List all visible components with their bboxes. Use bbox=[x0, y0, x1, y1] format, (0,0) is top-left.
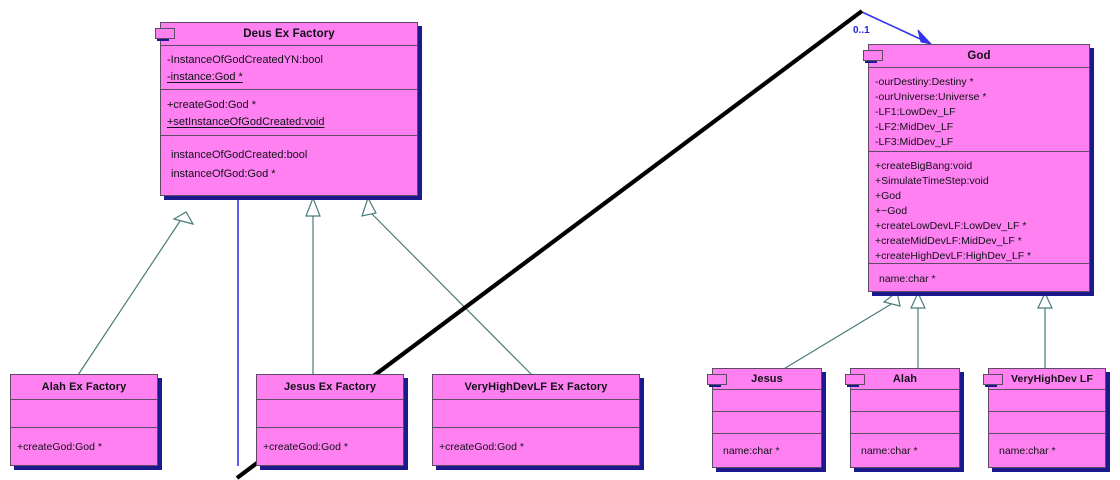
class-title-alah-ex-factory: Alah Ex Factory bbox=[41, 381, 127, 393]
operations-compartment-deus: +createGod:God * +setInstanceOfGodCreate… bbox=[161, 89, 417, 135]
multiplicity-label-god: 0..1 bbox=[853, 25, 870, 36]
operation-row: +createGod:God * bbox=[167, 99, 256, 111]
attributes-compartment-deus: -InstanceOfGodCreatedYN:bool -instance:G… bbox=[161, 45, 417, 89]
operations-compartment-alah-ex-factory: +createGod:God * bbox=[11, 427, 157, 464]
compartment-1-veryhighdev-lf bbox=[989, 389, 1105, 411]
compartment-2-alah bbox=[851, 411, 959, 433]
generalization-alah-to-god bbox=[910, 291, 926, 370]
operation-row: +~God bbox=[875, 205, 908, 217]
class-box-veryhighdev-lf[interactable]: VeryHighDev LF name:char * bbox=[983, 368, 1106, 468]
attribute-row: -instance:God * bbox=[167, 71, 243, 83]
class-title-deus-ex-factory: Deus Ex Factory bbox=[243, 28, 335, 40]
operation-row: +createGod:God * bbox=[17, 441, 102, 453]
compartment-1-jesus bbox=[713, 389, 821, 411]
generalization-jesus-ex-factory-to-deus bbox=[305, 196, 321, 375]
attributes-compartment-jesus-ex-factory bbox=[257, 399, 403, 427]
operations-compartment-god: +createBigBang:void +SimulateTimeStep:vo… bbox=[869, 151, 1089, 263]
class-title-god: God bbox=[967, 50, 991, 62]
compartment-2-veryhighdev-lf bbox=[989, 411, 1105, 433]
extras-compartment-veryhighdev-lf: name:char * bbox=[989, 433, 1105, 466]
operation-row: +createHighDevLF:HighDev_LF * bbox=[875, 250, 1032, 262]
extra-row: name:char * bbox=[999, 445, 1056, 457]
class-title-veryhighdev-lf: VeryHighDev LF bbox=[1011, 373, 1093, 385]
class-title-alah: Alah bbox=[892, 373, 918, 385]
operation-row: +createGod:God * bbox=[263, 441, 348, 453]
extras-compartment-jesus: name:char * bbox=[713, 433, 821, 466]
operation-row: +createLowDevLF:LowDev_LF * bbox=[875, 220, 1027, 232]
class-tab-icon bbox=[863, 50, 883, 63]
class-title-jesus: Jesus bbox=[751, 373, 783, 385]
class-title-veryhighdevlf-ex-factory: VeryHighDevLF Ex Factory bbox=[464, 381, 608, 393]
generalization-alah-ex-factory-to-deus bbox=[77, 211, 195, 376]
extra-row: instanceOfGodCreated:bool bbox=[171, 149, 308, 161]
class-box-alah-ex-factory[interactable]: Alah Ex Factory +createGod:God * bbox=[10, 374, 158, 466]
attribute-row: -LF3:MidDev_LF bbox=[875, 136, 954, 148]
class-tab-icon bbox=[155, 28, 175, 41]
attribute-row: -LF2:MidDev_LF bbox=[875, 121, 954, 133]
generalization-veryhighdevlf-to-god bbox=[1037, 291, 1053, 370]
operation-row: +setInstanceOfGodCreated:void bbox=[167, 116, 325, 128]
extra-row: name:char * bbox=[723, 445, 780, 457]
attribute-row: -ourDestiny:Destiny * bbox=[875, 76, 974, 88]
class-box-god[interactable]: God -ourDestiny:Destiny * -ourUniverse:U… bbox=[863, 44, 1090, 292]
class-box-alah[interactable]: Alah name:char * bbox=[845, 368, 960, 468]
operation-row: +SimulateTimeStep:void bbox=[875, 175, 989, 187]
class-box-jesus-ex-factory[interactable]: Jesus Ex Factory +createGod:God * bbox=[256, 374, 404, 466]
attributes-compartment-god: -ourDestiny:Destiny * -ourUniverse:Unive… bbox=[869, 67, 1089, 151]
class-box-veryhighdevlf-ex-factory[interactable]: VeryHighDevLF Ex Factory +createGod:God … bbox=[432, 374, 640, 466]
compartment-1-alah bbox=[851, 389, 959, 411]
extras-compartment-alah: name:char * bbox=[851, 433, 959, 466]
attribute-row: -LF1:LowDev_LF bbox=[875, 106, 956, 118]
class-title-jesus-ex-factory: Jesus Ex Factory bbox=[283, 381, 377, 393]
attribute-row: -ourUniverse:Universe * bbox=[875, 91, 987, 103]
extras-compartment-god: name:char * bbox=[869, 263, 1089, 291]
operation-row: +God bbox=[875, 190, 901, 202]
operation-row: +createGod:God * bbox=[439, 441, 524, 453]
attributes-compartment-veryhighdevlf-ex-factory bbox=[433, 399, 639, 427]
operation-row: +createMidDevLF:MidDev_LF * bbox=[875, 235, 1022, 247]
extra-row: name:char * bbox=[879, 273, 936, 285]
extras-compartment-deus: instanceOfGodCreated:bool instanceOfGod:… bbox=[161, 135, 417, 195]
class-box-deus-ex-factory[interactable]: Deus Ex Factory -InstanceOfGodCreatedYN:… bbox=[155, 22, 418, 196]
attribute-row: -InstanceOfGodCreatedYN:bool bbox=[167, 54, 323, 66]
class-tab-icon bbox=[707, 374, 727, 387]
operations-compartment-veryhighdevlf-ex-factory: +createGod:God * bbox=[433, 427, 639, 464]
compartment-2-jesus bbox=[713, 411, 821, 433]
generalization-jesus-to-god bbox=[781, 290, 901, 371]
operation-row: +createBigBang:void bbox=[875, 160, 973, 172]
class-box-jesus[interactable]: Jesus name:char * bbox=[707, 368, 822, 468]
class-tab-icon bbox=[845, 374, 865, 387]
extra-row: name:char * bbox=[861, 445, 918, 457]
extra-row: instanceOfGod:God * bbox=[171, 168, 276, 180]
generalization-veryhighdevlf-ex-factory-to-deus bbox=[361, 196, 533, 376]
operations-compartment-jesus-ex-factory: +createGod:God * bbox=[257, 427, 403, 464]
class-tab-icon bbox=[983, 374, 1003, 387]
attributes-compartment-alah-ex-factory bbox=[11, 399, 157, 427]
